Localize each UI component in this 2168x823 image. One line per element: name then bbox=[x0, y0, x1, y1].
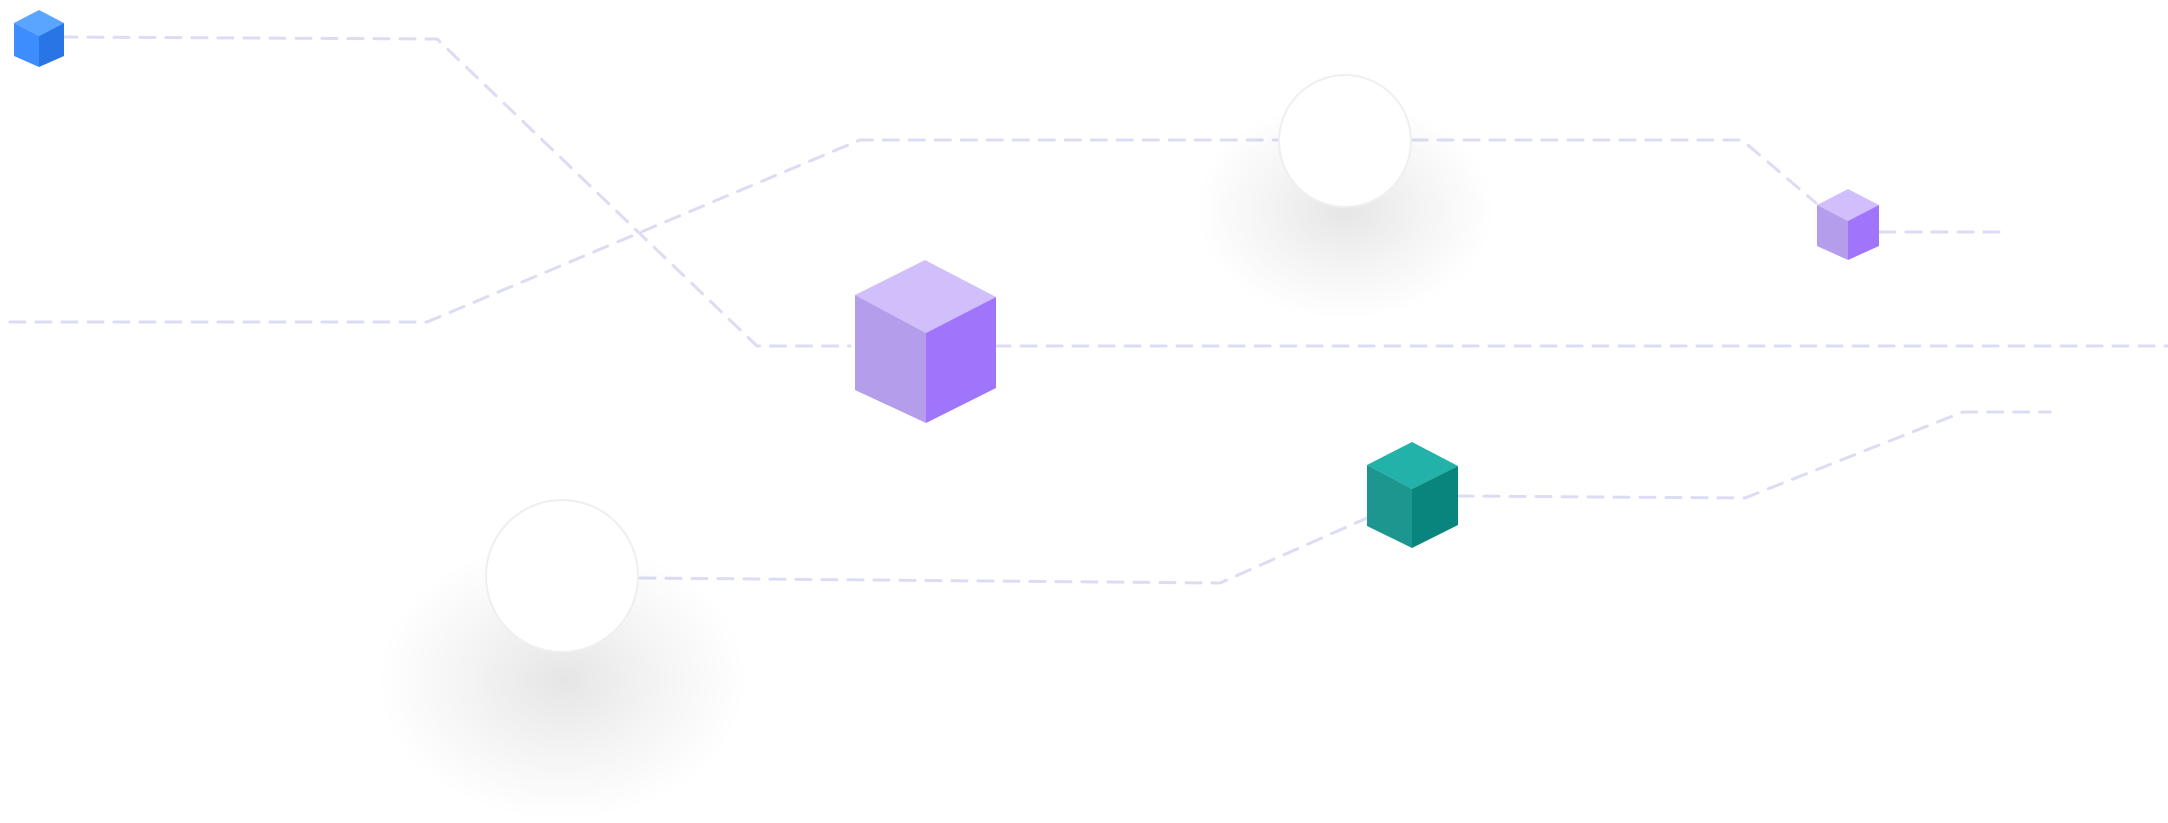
cube-face-top bbox=[1367, 442, 1458, 489]
connector-line bbox=[1456, 410, 2052, 500]
cube-face-right bbox=[926, 297, 996, 423]
connector-line bbox=[638, 516, 1369, 585]
cube-face-top bbox=[855, 260, 996, 333]
connector-line bbox=[1410, 138, 1818, 205]
cube-face-right bbox=[1412, 466, 1458, 548]
purple-cube-icon bbox=[1817, 189, 1879, 260]
purple-cube-icon bbox=[855, 260, 996, 423]
cube-face-left bbox=[14, 23, 39, 67]
connector-line bbox=[8, 138, 1280, 324]
cube-face-left bbox=[855, 295, 926, 423]
cube-face-right bbox=[39, 23, 64, 67]
circle-node bbox=[485, 499, 639, 653]
cube-face-left bbox=[1367, 465, 1412, 548]
circle-node-shadow bbox=[377, 540, 747, 820]
cube-face-left bbox=[1817, 205, 1848, 260]
circle-node bbox=[1278, 74, 1412, 208]
connector-line bbox=[60, 35, 852, 348]
connector-lines bbox=[8, 35, 2168, 585]
teal-cube-icon bbox=[1367, 442, 1458, 548]
cube-face-right bbox=[1848, 205, 1879, 260]
circle-node-shadow bbox=[1195, 100, 1495, 320]
blue-cube-icon bbox=[14, 10, 64, 67]
